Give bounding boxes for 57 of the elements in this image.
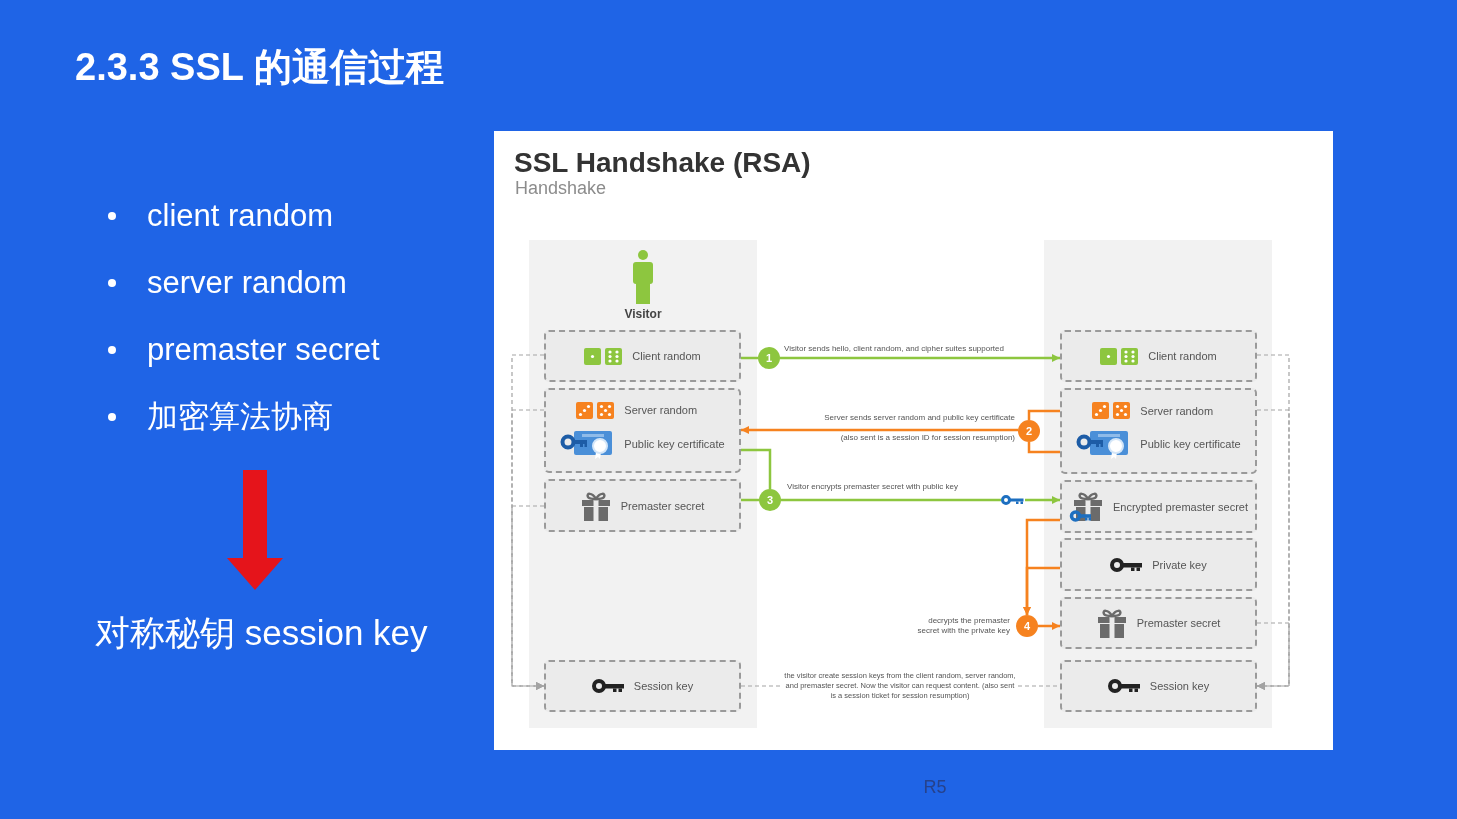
column-heading: Visitor [624,306,662,322]
diagram-panel [494,131,1333,750]
connector-line [740,685,783,687]
item-label: Session key [633,679,694,693]
item-box [544,660,741,712]
arrow [781,496,1060,504]
connector-line [1027,442,1060,454]
bullet-text: server random [147,263,347,302]
page-marker: R5 [923,776,947,798]
item-box [1060,660,1257,712]
column-panel [1044,240,1272,728]
edge-label: Server sends server random and public key certificate [824,413,1015,423]
panel-subheading: Handshake [515,177,607,199]
item-label: Premaster secret [620,498,705,513]
item-label: Premaster secret [1136,616,1221,630]
arrow [1256,622,1290,690]
step-note: decrypts the premaster secret with the private key [916,616,1010,636]
item-box [1060,330,1257,382]
item-label: Session key [1149,679,1210,693]
item-box [544,330,741,382]
column-panel [529,240,757,728]
result-text: 对称秘钥 session key [95,612,428,654]
bullet-text: client random [147,196,334,235]
panel-heading: SSL Handshake (RSA) [514,146,811,180]
item-box [544,479,741,532]
edge-label: Visitor sends hello, client random, and cipher suites supported [784,344,1004,354]
item-box [1060,597,1257,649]
arrow [1256,409,1290,690]
arrow [511,505,545,690]
block-arrow [227,470,283,590]
item-label: Private key [1152,557,1207,572]
item-label: Public key certificate [624,436,725,451]
item-box [1060,480,1257,533]
arrow [741,426,1018,434]
arrow [511,354,545,690]
item-label: Client random [1148,349,1217,363]
connector-line [741,356,758,360]
connector-line [741,448,772,489]
arrow [780,354,1060,362]
item-label: Client random [632,349,701,363]
arrow [511,409,545,690]
item-box [1060,538,1257,591]
bullet-text: 加密算法协商 [147,397,333,436]
item-box [1060,388,1257,474]
bullet-text: premaster secret [147,330,380,369]
edge-label: Visitor encrypts premaster secret with public key [787,482,959,492]
arrow [1023,566,1060,615]
item-label: Encrypted premaster secret [1112,499,1249,514]
item-label: Public key certificate [1140,437,1241,451]
connector-line [741,498,759,502]
edge-note: (also sent is a session ID for session resumption) [840,433,1015,443]
arrow [1038,622,1060,630]
connector-line [1027,409,1060,420]
item-label: Server random [624,403,699,417]
item-label: Server random [1140,403,1215,418]
item-box [544,388,741,473]
slide-title: 2.3.3 SSL 的通信过程 [75,45,444,90]
